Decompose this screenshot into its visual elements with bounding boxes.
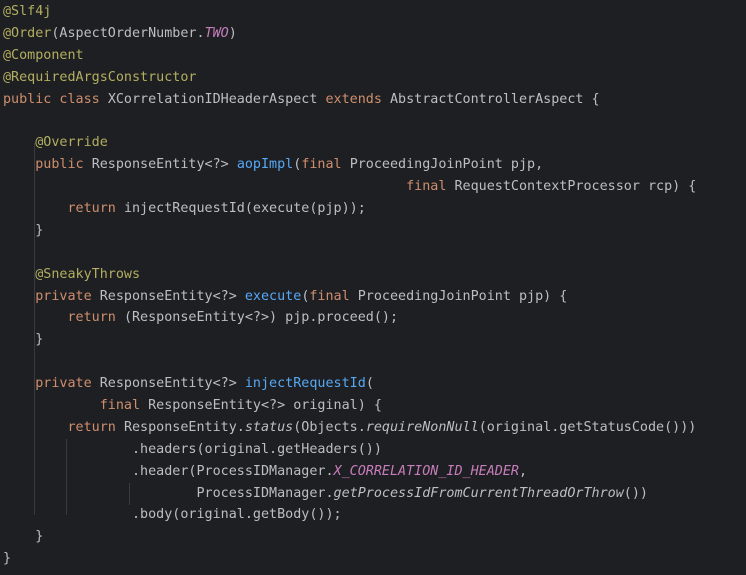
code-token: X_CORRELATION_ID_HEADER [333, 463, 519, 479]
code-token: AbstractControllerAspect { [389, 91, 600, 107]
code-token: (original.getStatusCode())) [478, 419, 697, 435]
code-token [3, 179, 406, 194]
code-token: .header(ProcessIDManager. [3, 463, 334, 479]
code-token [3, 289, 35, 304]
code-line[interactable]: private ResponseEntity<?> injectRequestI… [3, 373, 696, 395]
code-line[interactable]: } [3, 329, 696, 351]
code-line[interactable]: private ResponseEntity<?> execute(final … [3, 286, 696, 308]
code-line[interactable]: return injectRequestId(execute(pjp)); [3, 198, 696, 220]
code-token [3, 135, 35, 150]
code-token: requireNonNull [365, 419, 479, 435]
code-token: TWO [204, 25, 229, 41]
code-token: @Component [3, 47, 84, 63]
code-line[interactable]: @Component [3, 45, 696, 67]
code-line[interactable]: return ResponseEntity.status(Objects.req… [3, 417, 697, 439]
code-editor[interactable]: @Slf4j @Order(AspectOrderNumber.TWO) @Comp… [3, 1, 696, 570]
code-token: (Objects. [293, 419, 366, 435]
code-token: ResponseEntity<?> [99, 288, 245, 304]
code-token: @Override [35, 135, 108, 151]
code-token: @Slf4j [3, 4, 52, 19]
code-line[interactable]: final RequestContextProcessor rcp) { [3, 176, 696, 198]
code-token: ResponseEntity<?> original) { [148, 398, 382, 414]
code-token: final [309, 288, 358, 304]
code-token: .body(original.getBody()); [3, 507, 342, 523]
code-token: (AspectOrderNumber. [51, 25, 205, 41]
code-line[interactable]: .header(ProcessIDManager.X_CORRELATION_I… [3, 461, 696, 483]
code-token: injectRequestId [244, 376, 366, 392]
code-token: public class [3, 91, 108, 107]
code-token: } [3, 222, 44, 238]
code-token: aopImpl [236, 157, 294, 173]
code-token: @SneakyThrows [35, 266, 141, 282]
indent-guide [129, 483, 130, 505]
code-token: @RequiredArgsConstructor [3, 69, 197, 85]
code-token: RequestContextProcessor rcp) { [454, 179, 697, 195]
code-token: ResponseEntity<?> [91, 157, 237, 173]
code-token: , [518, 463, 528, 479]
code-token: XCorrelationIDHeaderAspect [107, 91, 326, 107]
code-token: return [67, 310, 124, 326]
code-line[interactable] [3, 110, 696, 132]
code-token: ) [228, 25, 237, 41]
code-token: ResponseEntity. [123, 419, 245, 435]
indent-guide [34, 143, 35, 515]
code-line[interactable]: } [3, 526, 696, 548]
code-token: } [3, 332, 44, 348]
code-line[interactable]: @Order(AspectOrderNumber.TWO) [3, 23, 696, 45]
code-token: final [406, 179, 455, 195]
code-token: return [67, 419, 124, 435]
code-line[interactable]: @Override [3, 132, 696, 154]
code-token: ( [293, 157, 302, 173]
code-line[interactable]: public class XCorrelationIDHeaderAspect … [3, 89, 696, 111]
code-token: getProcessIdFromCurrentThreadOrThrow [333, 485, 624, 501]
code-token: return [67, 201, 124, 217]
code-token: ResponseEntity<?> [99, 376, 245, 392]
code-token: } [3, 529, 44, 545]
code-token [3, 267, 35, 282]
code-line[interactable]: .body(original.getBody()); [3, 504, 696, 526]
code-line[interactable]: ProcessIDManager.getProcessIdFromCurrent… [3, 483, 696, 505]
code-token: execute [244, 288, 302, 304]
code-token: public [35, 157, 92, 173]
code-token: final [99, 398, 149, 414]
code-token [3, 376, 35, 391]
code-token: status [244, 419, 294, 435]
code-token [3, 420, 68, 435]
code-line[interactable]: @SneakyThrows [3, 264, 696, 286]
code-token: ProcessIDManager. [3, 485, 334, 501]
code-token: } [3, 551, 12, 567]
code-token: @Order [3, 25, 52, 41]
code-line[interactable]: return (ResponseEntity<?>) pjp.proceed()… [3, 307, 696, 329]
code-token: .headers(original.getHeaders()) [3, 441, 382, 457]
code-token: ProceedingJoinPoint pjp, [349, 157, 544, 173]
code-token: private [35, 376, 100, 392]
code-line[interactable]: final ResponseEntity<?> original) { [3, 395, 696, 417]
code-token: ()) [623, 485, 648, 501]
code-line[interactable]: @RequiredArgsConstructor [3, 67, 696, 89]
code-line[interactable]: @Slf4j [3, 1, 696, 23]
code-line[interactable]: .headers(original.getHeaders()) [3, 439, 696, 461]
code-token: (ResponseEntity<?>) pjp.proceed(); [123, 310, 399, 326]
code-line[interactable]: } [3, 548, 696, 570]
code-token: injectRequestId(execute(pjp)); [123, 201, 366, 217]
code-token [3, 201, 68, 216]
code-line[interactable] [3, 242, 696, 264]
code-token [3, 157, 35, 172]
code-token: private [35, 288, 100, 304]
code-token: final [301, 157, 350, 173]
code-token [3, 310, 68, 325]
code-line[interactable]: public ResponseEntity<?> aopImpl(final P… [3, 154, 696, 176]
code-token: ( [365, 376, 374, 392]
code-token: extends [325, 91, 390, 107]
code-token: ( [301, 288, 310, 304]
code-token: ProceedingJoinPoint pjp) { [357, 288, 568, 304]
indent-guide [66, 439, 67, 515]
code-line[interactable] [3, 351, 696, 373]
code-line[interactable]: } [3, 220, 696, 242]
code-token [3, 398, 100, 413]
